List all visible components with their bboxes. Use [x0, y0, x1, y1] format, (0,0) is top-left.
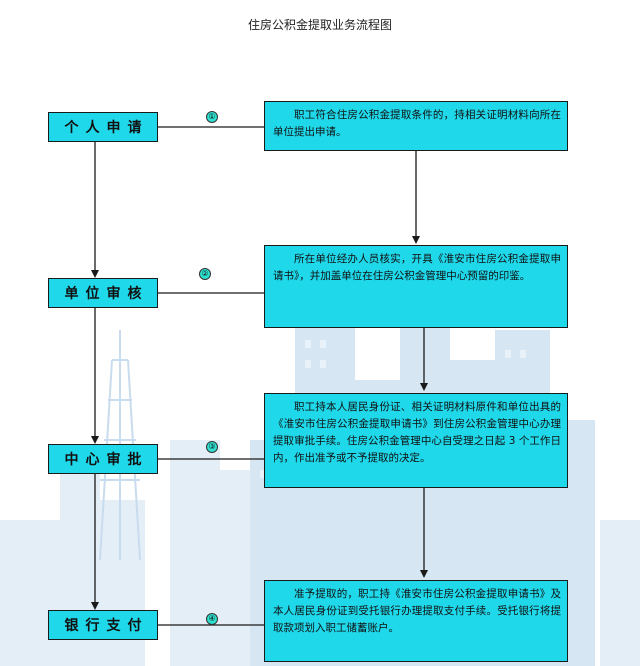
- stage-personal-application: 个人申请: [48, 112, 158, 142]
- step-badge-4: ④: [206, 613, 218, 625]
- stage-unit-review: 单位审核: [48, 278, 158, 308]
- diagram-title: 住房公积金提取业务流程图: [247, 18, 392, 32]
- step-description-3: 职工持本人居民身份证、相关证明材料原件和单位出具的《淮安市住房公积金提取申请书》…: [264, 393, 568, 488]
- step-badge-1: ①: [206, 111, 218, 123]
- step-badge-2: ②: [199, 268, 211, 280]
- stage-bank-payment: 银行支付: [48, 610, 158, 640]
- stage-center-approval: 中心审批: [48, 444, 158, 474]
- step-description-4: 准予提取的，职工持《淮安市住房公积金提取申请书》及本人居民身份证到受托银行办理提…: [264, 580, 568, 662]
- step-description-2: 所在单位经办人员核实，开具《淮安市住房公积金提取申请书》，并加盖单位在住房公积金…: [264, 245, 568, 328]
- step-badge-3: ③: [206, 441, 218, 453]
- step-description-1: 职工符合住房公积金提取条件的，持相关证明材料向所在单位提出申请。: [264, 101, 568, 151]
